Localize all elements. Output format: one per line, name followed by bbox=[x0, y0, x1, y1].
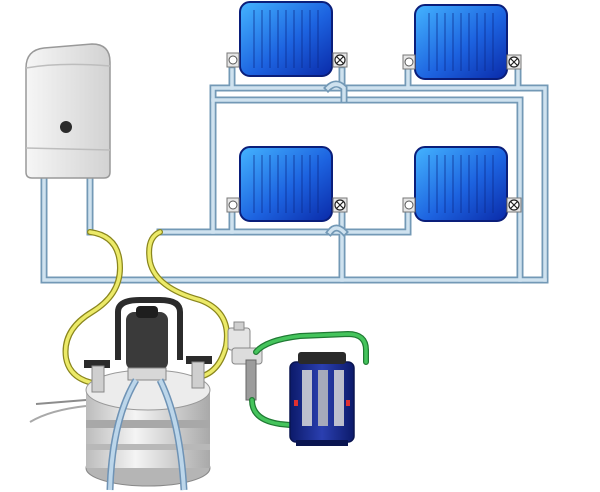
radiator-bottom-left bbox=[239, 146, 333, 222]
pipe-network bbox=[40, 66, 549, 284]
boiler-indicator-icon bbox=[60, 121, 72, 133]
boiler bbox=[25, 43, 111, 179]
flushing-pump bbox=[29, 297, 212, 491]
valve-icon bbox=[226, 52, 240, 68]
valve-icon bbox=[332, 197, 348, 213]
radiator-top-right bbox=[414, 4, 508, 80]
valve-icon bbox=[226, 197, 240, 213]
filter-unit bbox=[289, 352, 355, 446]
valve-icon bbox=[402, 197, 416, 213]
green-hoses bbox=[249, 330, 369, 429]
valve-icon bbox=[402, 54, 416, 70]
radiator-top-left bbox=[239, 1, 333, 77]
valve-icon bbox=[506, 54, 522, 70]
valve-icon bbox=[332, 52, 348, 68]
radiator-bottom-right bbox=[414, 146, 508, 222]
diverter-valve bbox=[227, 321, 263, 401]
radiator-valves bbox=[226, 52, 522, 213]
valve-icon bbox=[506, 197, 522, 213]
yellow-hoses bbox=[62, 229, 230, 387]
